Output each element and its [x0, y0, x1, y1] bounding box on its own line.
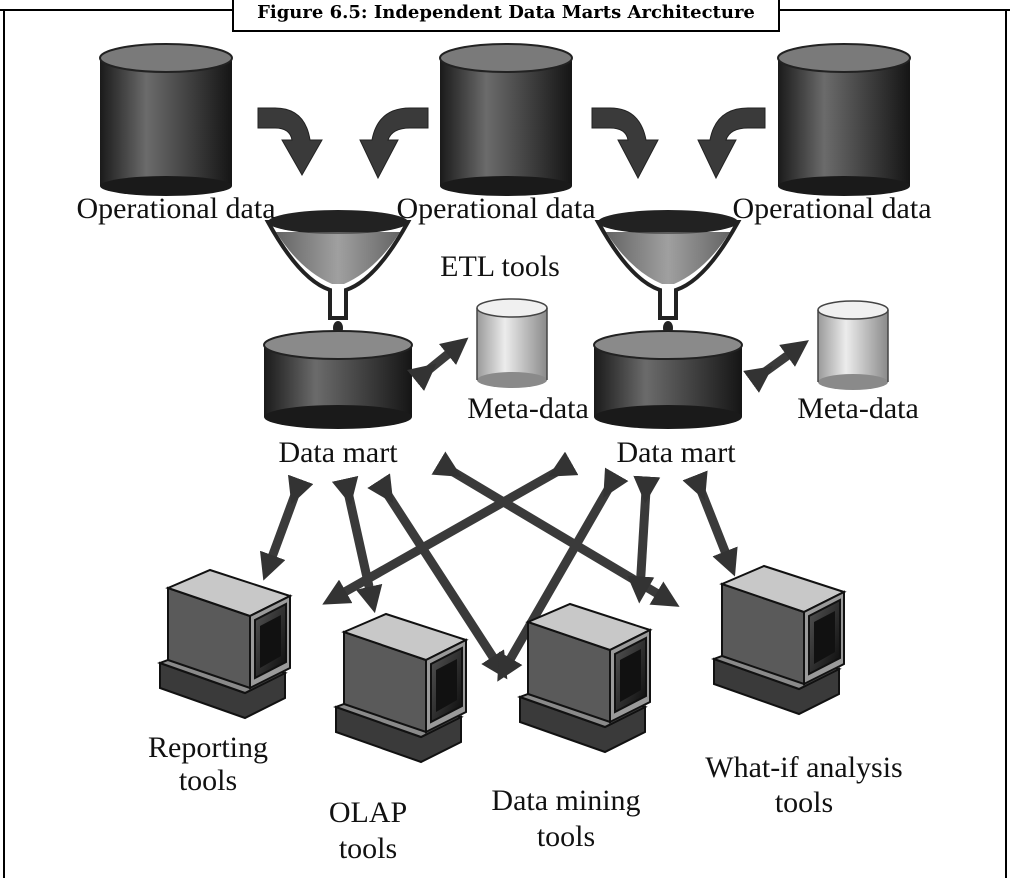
label-reporting-tools: tools — [179, 764, 237, 797]
double-arrow-icon — [743, 340, 809, 393]
curved-arrow-icon — [591, 107, 659, 180]
funnel-icon — [264, 210, 412, 351]
label-data-mart: Data mart — [278, 436, 398, 469]
double-arrow-icon — [259, 474, 314, 581]
label-data-mining-tools: tools — [537, 820, 595, 853]
computer-icon — [713, 565, 845, 715]
label-meta-data: Meta-data — [467, 392, 589, 425]
database-cylinder-icon — [593, 330, 743, 429]
label-data-mining-tools: Data mining — [491, 784, 640, 817]
label-what-if-analysis-tools: tools — [775, 786, 833, 819]
label-olap-tools: tools — [339, 832, 397, 865]
computer-icon — [159, 569, 291, 719]
database-cylinder-icon — [817, 300, 889, 390]
label-operational-data: Operational data — [76, 192, 275, 225]
curved-arrow-icon — [359, 107, 429, 180]
computer-icon — [519, 603, 651, 753]
database-cylinder-icon — [99, 43, 233, 196]
double-arrow-icon — [407, 337, 469, 391]
curved-arrow-icon — [257, 107, 323, 177]
label-operational-data: Operational data — [396, 192, 595, 225]
computer-icon — [335, 613, 467, 763]
curved-arrow-icon — [697, 107, 766, 180]
double-arrow-icon — [497, 467, 629, 682]
label-operational-data: Operational data — [732, 192, 931, 225]
label-meta-data: Meta-data — [797, 392, 919, 425]
database-cylinder-icon — [439, 43, 573, 196]
database-cylinder-icon — [777, 43, 911, 196]
label-data-mart: Data mart — [616, 436, 736, 469]
database-cylinder-icon — [263, 330, 413, 429]
label-etl-tools: ETL tools — [440, 250, 560, 283]
double-arrow-icon — [627, 475, 661, 604]
double-arrow-icon — [682, 470, 738, 577]
database-cylinder-icon — [476, 298, 548, 388]
label-olap-tools: OLAP — [329, 796, 407, 829]
funnel-icon — [594, 210, 742, 351]
label-reporting-tools: Reporting — [148, 731, 268, 764]
figure-caption: Figure 6.5: Independent Data Marts Archi… — [232, 0, 780, 32]
label-what-if-analysis-tools: What-if analysis — [705, 751, 902, 784]
